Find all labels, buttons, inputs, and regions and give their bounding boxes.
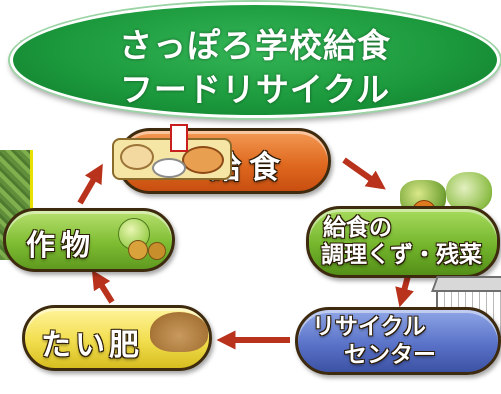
node-taihi-label: たい肥 bbox=[41, 328, 143, 363]
node-sakumotsu-label: 作物 bbox=[26, 228, 97, 262]
title-banner: さっぽろ学校給食 フードリサイクル bbox=[10, 2, 500, 118]
node-zansai-label-2: 調理くず・残菜 bbox=[321, 242, 482, 268]
arrow-kyushoku-to-zansai bbox=[342, 157, 386, 190]
arrow-sakumotsu-to-kyushoku bbox=[77, 163, 103, 205]
node-center-label-2: センター bbox=[344, 342, 436, 368]
side-dish-illustration bbox=[152, 158, 186, 178]
node-zansai: 給食の 調理くず・残菜 bbox=[306, 206, 500, 278]
node-sakumotsu: 作物 bbox=[3, 208, 175, 272]
bread-illustration bbox=[120, 144, 154, 170]
title-line-2: フードリサイクル bbox=[119, 70, 391, 109]
onion-illustration bbox=[148, 242, 166, 260]
onion-illustration bbox=[128, 240, 148, 260]
node-recycle-center: リサイクル センター bbox=[295, 307, 501, 375]
node-center-label-1: リサイクル bbox=[312, 314, 426, 340]
node-zansai-label-1: 給食の bbox=[323, 215, 392, 241]
building-roof bbox=[431, 276, 501, 292]
compost-pile-illustration bbox=[150, 312, 208, 352]
milk-carton-illustration bbox=[170, 124, 188, 152]
arrow-taihi-to-sakumotsu bbox=[91, 269, 115, 304]
title-ellipse bbox=[10, 2, 500, 118]
cabbage-scraps-illustration bbox=[446, 172, 492, 212]
title-line-1: さっぽろ学校給食 bbox=[119, 26, 391, 65]
stew-bowl-illustration bbox=[182, 146, 224, 174]
arrow-zansai-to-center bbox=[395, 275, 414, 308]
